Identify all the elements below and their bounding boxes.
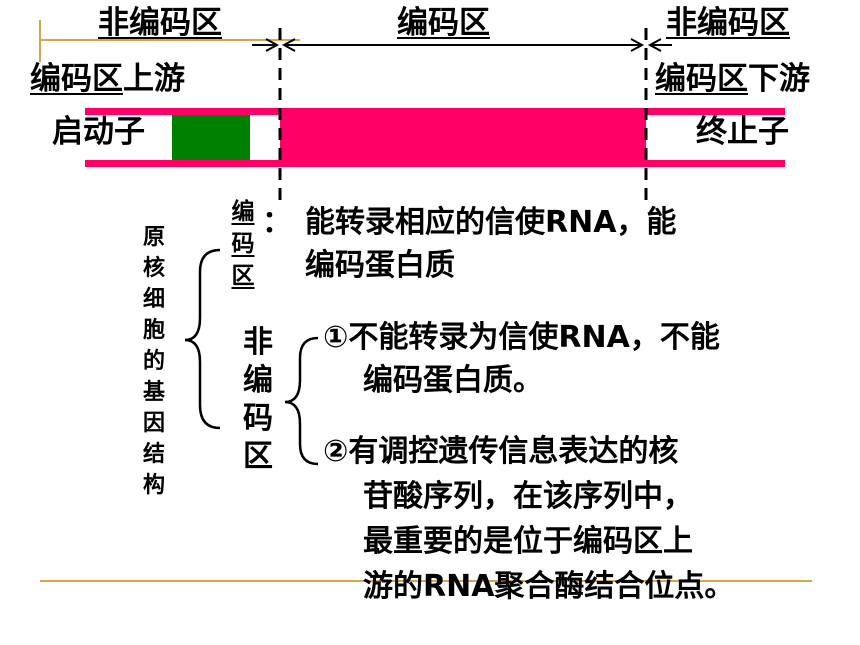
label-noncoding-right: 非编码区 xyxy=(666,5,790,41)
label-terminator: 终止子 xyxy=(696,114,789,150)
coding-desc-line2: 编码蛋白质 xyxy=(305,248,455,283)
coding-label-vertical: 编码区 xyxy=(231,199,255,289)
point2-line4: 游的RNA聚合酶结合位点。 xyxy=(363,569,735,604)
coding-region-block xyxy=(280,108,646,167)
point2-line3: 最重要的是位于编码区上 xyxy=(363,524,693,559)
coding-desc-line1: 能转录相应的信使RNA，能 xyxy=(305,205,677,240)
main-brace-icon xyxy=(184,248,221,430)
noncoding-label-vertical: 非编码区 xyxy=(243,325,273,474)
label-coding: 编码区 xyxy=(397,5,490,41)
label-downstream-suffix: 下游 xyxy=(748,61,810,97)
arrow-right-region xyxy=(647,38,672,52)
label-upstream-prefix: 编码区 xyxy=(30,61,123,97)
point2-line1: ②有调控遗传信息表达的核 xyxy=(323,434,679,469)
structure-title-vertical: 原核细胞的基因结构 xyxy=(142,225,165,498)
point1-line1: ①不能转录为信使RNA，不能 xyxy=(323,320,720,355)
noncoding-brace-icon xyxy=(284,336,319,466)
label-noncoding-left: 非编码区 xyxy=(98,5,222,41)
label-upstream: 编码区上游 xyxy=(30,62,185,96)
label-promoter: 启动子 xyxy=(52,114,145,150)
promoter-block xyxy=(172,115,250,160)
label-upstream-suffix: 上游 xyxy=(123,61,185,97)
label-downstream-prefix: 编码区 xyxy=(655,61,748,97)
arrow-coding-region xyxy=(281,38,645,52)
label-downstream: 编码区下游 xyxy=(655,62,810,96)
arrow-left-region xyxy=(252,38,280,52)
point2-line2: 苷酸序列，在该序列中， xyxy=(363,479,693,514)
point1-line2: 编码蛋白质。 xyxy=(363,363,543,398)
coding-colon: ： xyxy=(262,205,292,240)
